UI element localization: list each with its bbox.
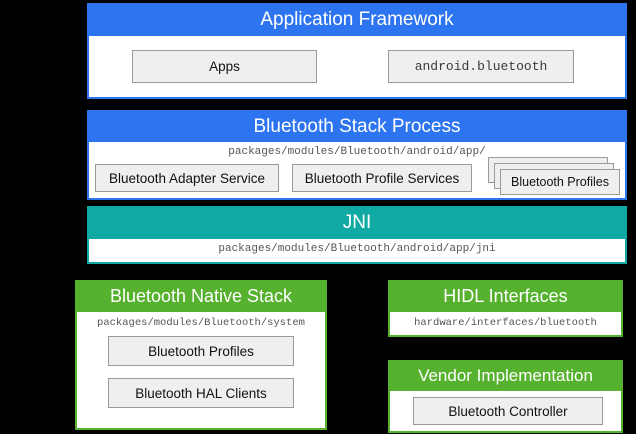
jni-path: packages/modules/Bluetooth/android/app/j…	[218, 243, 496, 255]
card-apps[interactable]: Apps	[132, 50, 317, 83]
bluetooth-stack-process-body: packages/modules/Bluetooth/android/app/ …	[87, 142, 627, 200]
jni-block: JNI packages/modules/Bluetooth/android/a…	[87, 206, 627, 264]
stacked-card-bluetooth-profiles[interactable]: Bluetooth Profiles	[488, 157, 623, 197]
native-stack-hidl-connector	[327, 297, 388, 299]
connector-arrow-left-icon	[327, 294, 333, 302]
bluetooth-stack-process-header: Bluetooth Stack Process	[87, 110, 627, 142]
card-bluetooth-hal-clients[interactable]: Bluetooth HAL Clients	[108, 378, 294, 408]
bluetooth-native-stack-header: Bluetooth Native Stack	[75, 280, 327, 312]
card-android-bluetooth[interactable]: android.bluetooth	[388, 50, 574, 83]
application-framework-header: Application Framework	[87, 3, 627, 36]
card-bluetooth-controller[interactable]: Bluetooth Controller	[413, 397, 603, 425]
connector-arrow-right-icon	[382, 294, 388, 302]
vendor-implementation-block: Vendor Implementation Bluetooth Controll…	[388, 360, 623, 433]
card-bluetooth-profiles[interactable]: Bluetooth Profiles	[108, 336, 294, 366]
application-framework-block: Application Framework Apps android.bluet…	[87, 3, 627, 99]
card-bluetooth-adapter-service[interactable]: Bluetooth Adapter Service	[95, 164, 279, 192]
hidl-interfaces-body: hardware/interfaces/bluetooth	[388, 312, 623, 337]
vendor-implementation-header: Vendor Implementation	[388, 360, 623, 391]
hidl-interfaces-header: HIDL Interfaces	[388, 280, 623, 312]
bluetooth-native-stack-body: packages/modules/Bluetooth/system Blueto…	[75, 312, 327, 430]
card-bluetooth-profile-services[interactable]: Bluetooth Profile Services	[292, 164, 472, 192]
bluetooth-native-stack-block: Bluetooth Native Stack packages/modules/…	[75, 280, 327, 430]
bluetooth-stack-process-block: Bluetooth Stack Process packages/modules…	[87, 110, 627, 200]
bluetooth-native-stack-path: packages/modules/Bluetooth/system	[97, 317, 305, 329]
stacked-card-layer-front[interactable]: Bluetooth Profiles	[500, 169, 620, 195]
hidl-interfaces-block: HIDL Interfaces hardware/interfaces/blue…	[388, 280, 623, 337]
application-framework-body: Apps android.bluetooth	[87, 36, 627, 99]
hidl-interfaces-path: hardware/interfaces/bluetooth	[414, 317, 597, 329]
bluetooth-stack-process-path: packages/modules/Bluetooth/android/app/	[228, 146, 486, 158]
jni-header: JNI	[87, 206, 627, 239]
jni-body: packages/modules/Bluetooth/android/app/j…	[87, 239, 627, 264]
vendor-implementation-body: Bluetooth Controller	[388, 391, 623, 433]
